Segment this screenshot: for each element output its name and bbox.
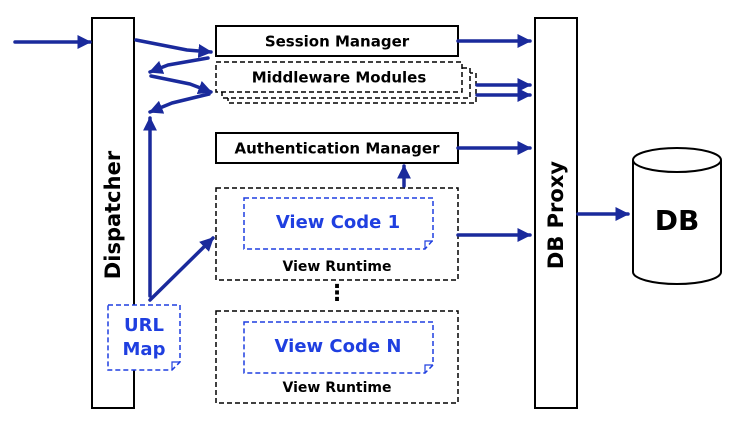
url-map-fold-icon (171, 361, 180, 370)
url-map-label-line1: URL (124, 315, 164, 336)
db-label: DB (655, 204, 700, 237)
middleware-to-dispatcher-arrow (148, 92, 211, 114)
view-code-1-fold-icon (424, 240, 433, 249)
view-code-n-label: View Code N (275, 336, 402, 357)
db-cylinder (632, 147, 722, 285)
view-code-n-box (243, 321, 434, 374)
middleware-modules-label: Middleware Modules (252, 69, 427, 87)
view-code-1-label: View Code 1 (276, 212, 400, 233)
url-map-box (107, 304, 181, 371)
urlmap-to-view-arrow (148, 236, 215, 302)
session-manager-label: Session Manager (265, 33, 410, 51)
view-runtime-1-label: View Runtime (283, 259, 392, 275)
session-manager-box (215, 25, 459, 57)
view-runtime-n-label: View Runtime (283, 380, 392, 396)
authentication-manager-box (215, 132, 459, 164)
view-code-1-box (243, 197, 434, 250)
middleware-modules-box (215, 61, 463, 93)
dispatcher-label: Dispatcher (101, 150, 125, 279)
dispatcher-to-session-arrow (134, 38, 213, 58)
authentication-manager-label: Authentication Manager (235, 140, 441, 158)
view-code-n-fold-icon (424, 364, 433, 373)
middleware-modules-stack (215, 61, 477, 104)
dispatcher-to-middleware-arrow (149, 74, 213, 95)
session-to-dispatcher-arrow (148, 56, 210, 74)
ellipsis: ⋮ (326, 281, 348, 306)
db-proxy-label: DB Proxy (544, 161, 568, 269)
url-map-label-line2: Map (123, 339, 166, 360)
